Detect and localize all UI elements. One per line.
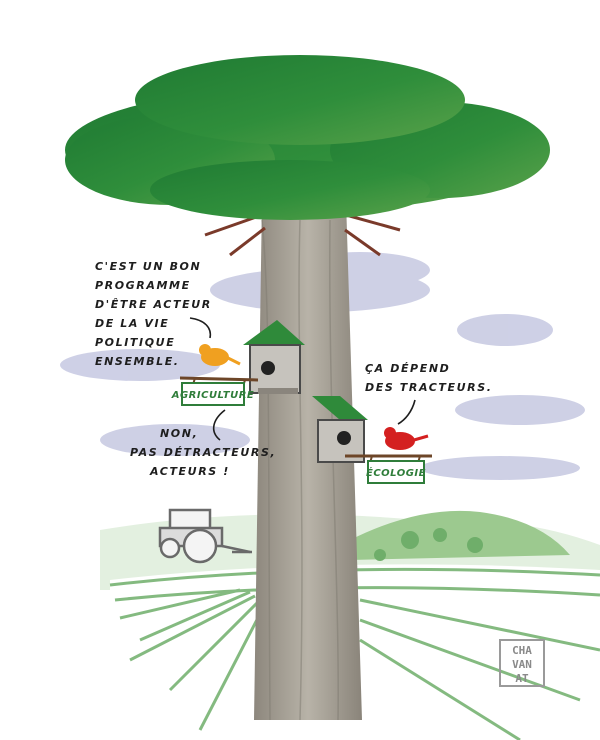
speech-line: ENSEMBLE. bbox=[95, 355, 180, 368]
speech-line: C'EST UN BON bbox=[95, 260, 201, 273]
signature-line: CHA bbox=[512, 644, 532, 657]
speech-line: PROGRAMME bbox=[95, 279, 191, 292]
tractor-icon bbox=[158, 508, 252, 564]
speech-line: DES TRACTEURS. bbox=[365, 381, 493, 394]
sign-agriculture: AGRICULTURE bbox=[171, 390, 255, 401]
artist-signature: CHA VAN AT bbox=[499, 639, 545, 687]
signature-line: AT bbox=[515, 672, 529, 685]
perch-right bbox=[345, 454, 432, 484]
speech-line: NON, bbox=[160, 427, 198, 440]
sign-ecologie: ÉCOLOGIE bbox=[366, 466, 426, 479]
speech-line: PAS DÉTRACTEURS, bbox=[130, 446, 276, 459]
speech-line: POLITIQUE bbox=[95, 336, 175, 349]
speech-line: DE LA VIE bbox=[95, 317, 169, 330]
bird-icon bbox=[199, 344, 241, 366]
speech-line: ÇA DÉPEND bbox=[365, 362, 450, 375]
signature-line: VAN bbox=[512, 658, 532, 671]
birdhouse-icon bbox=[243, 320, 305, 394]
bird-icon bbox=[384, 427, 429, 450]
speech-pointers bbox=[189, 317, 416, 441]
perch-left bbox=[179, 376, 259, 406]
speech-line: ACTEURS ! bbox=[149, 465, 230, 478]
speech-line: D'ÊTRE ACTEUR bbox=[95, 297, 212, 311]
speech-response: NON, PAS DÉTRACTEURS, ACTEURS ! bbox=[130, 427, 276, 478]
speech-right-bird: ÇA DÉPEND DES TRACTEURS. bbox=[365, 362, 493, 394]
landscape bbox=[100, 510, 600, 740]
speech-left-bird: C'EST UN BON PROGRAMME D'ÊTRE ACTEUR DE … bbox=[95, 260, 212, 368]
